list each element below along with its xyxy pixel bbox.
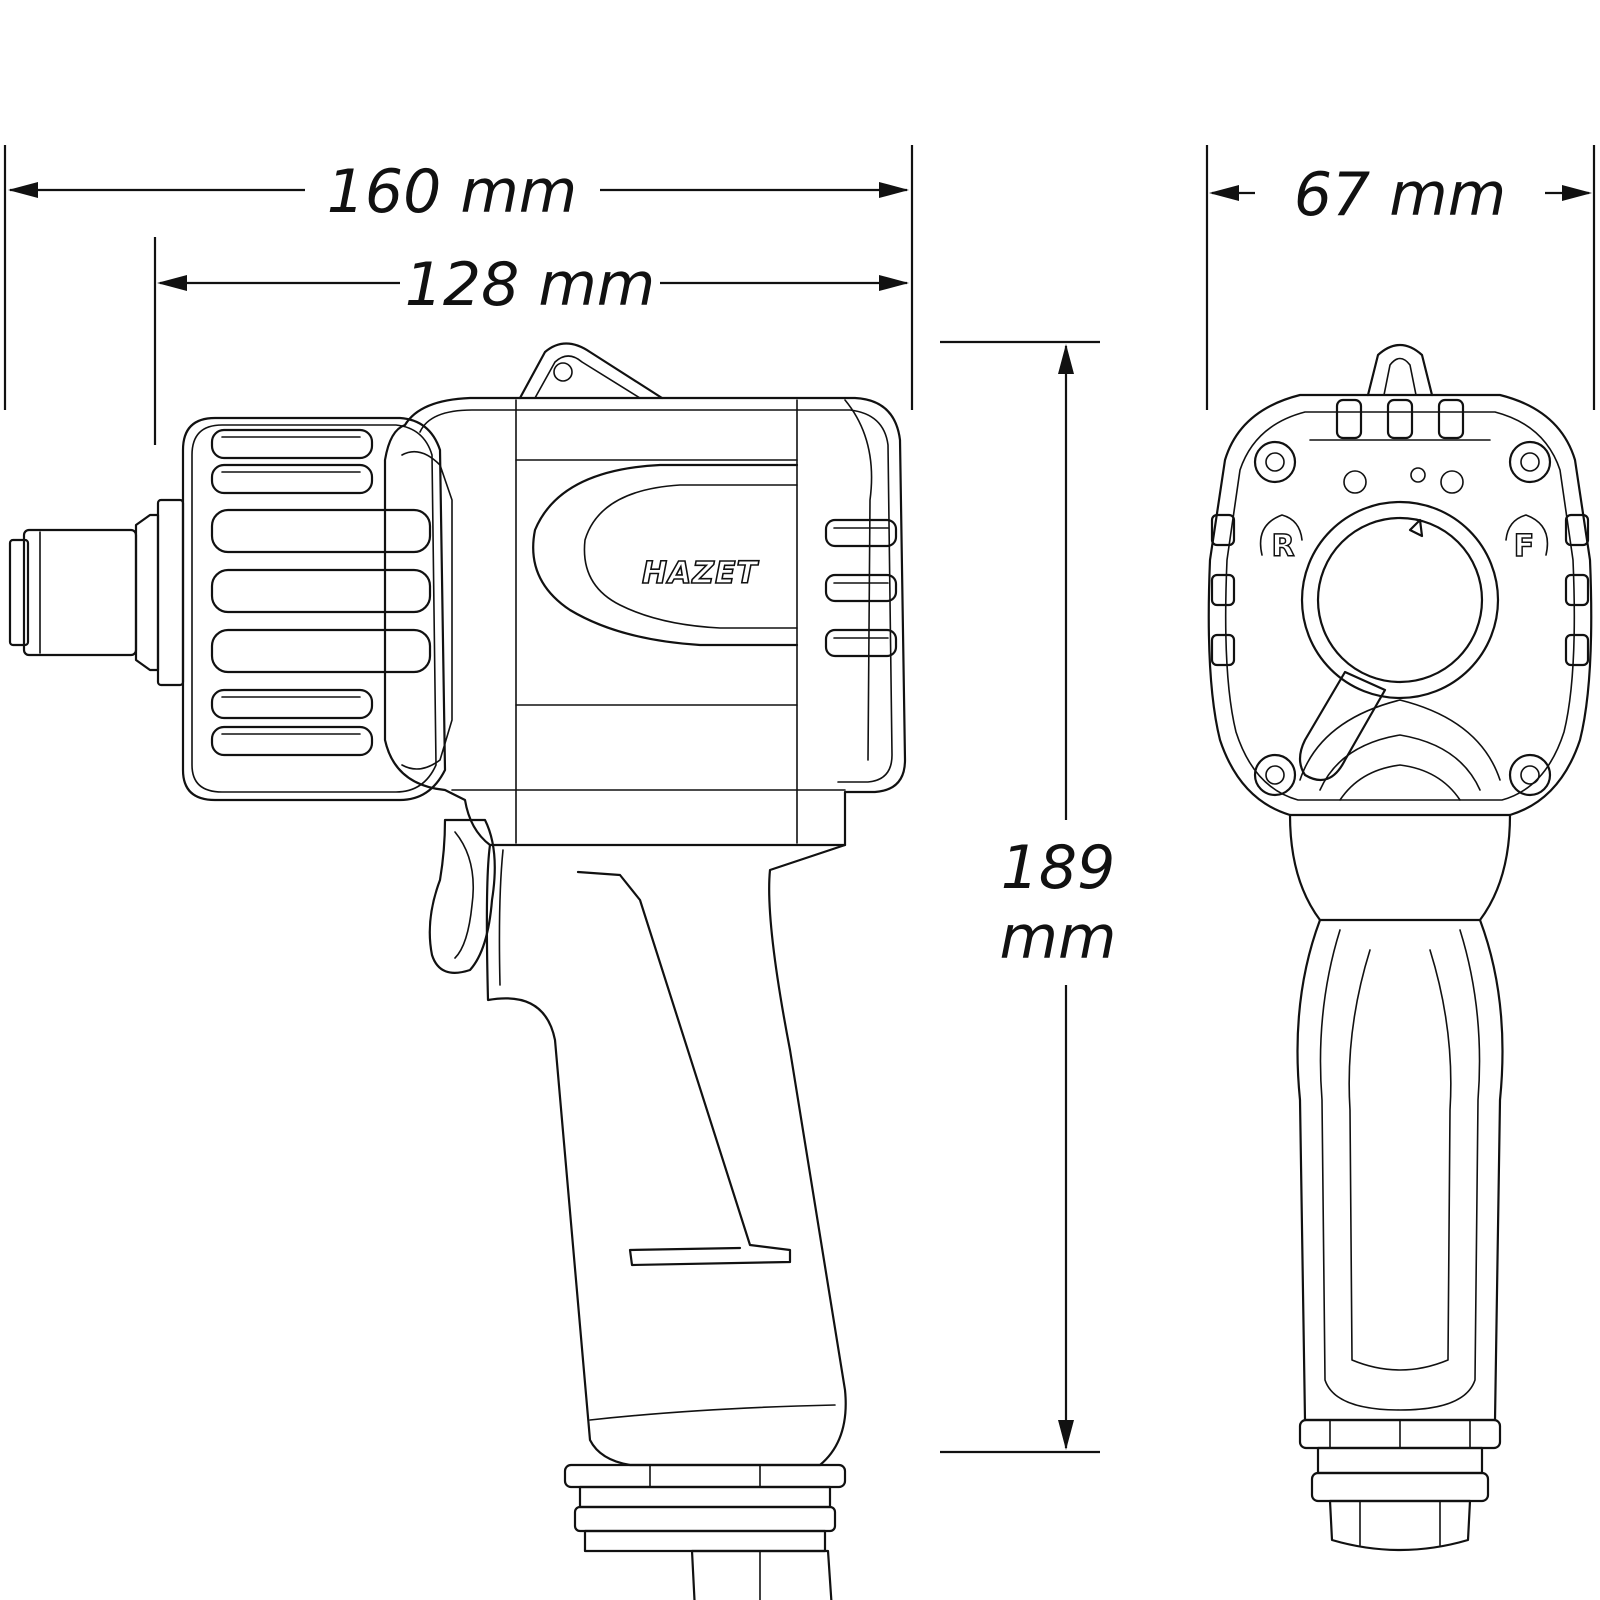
front-air-fitting: [1298, 1418, 1502, 1552]
grip: [485, 843, 847, 1600]
front-view: R F: [1207, 343, 1593, 1552]
dimension-189-value: 189: [1001, 833, 1116, 903]
front-ribs: [210, 428, 432, 757]
rear-slots: [824, 518, 898, 658]
dimension-67-label: 67 mm: [1294, 160, 1506, 230]
front-drive-opening: [1298, 500, 1500, 782]
dimension-128-label: 128 mm: [405, 250, 656, 320]
dimension-67mm: 67 mm: [1205, 145, 1596, 410]
front-screws: [1253, 440, 1552, 797]
dimension-160mm: 160 mm: [3, 145, 914, 410]
motor-housing: [383, 342, 907, 847]
reverse-mark: R: [1271, 529, 1294, 564]
front-housing: [181, 416, 447, 802]
square-drive: [8, 498, 185, 687]
dimension-189-unit: mm: [1000, 903, 1117, 973]
dimension-189mm: 189 mm: [940, 340, 1117, 1454]
front-side-slots: [1210, 513, 1590, 667]
front-top-slots: [1309, 398, 1491, 441]
dimension-128mm: 128 mm: [153, 237, 909, 445]
front-lifting-lug: [1366, 343, 1434, 397]
front-lower-body: [1288, 699, 1512, 922]
side-view: HAZET: [8, 342, 907, 1600]
forward-mark: F: [1514, 529, 1535, 564]
brand-logo-side: HAZET: [642, 556, 760, 591]
brand-badge: HAZET: [532, 463, 799, 647]
trigger: [428, 818, 496, 974]
dimension-160-label: 160 mm: [327, 157, 578, 227]
direction-marks: R F: [1259, 514, 1549, 565]
front-handle: [1296, 918, 1504, 1422]
power-level-dots: [1343, 467, 1464, 494]
